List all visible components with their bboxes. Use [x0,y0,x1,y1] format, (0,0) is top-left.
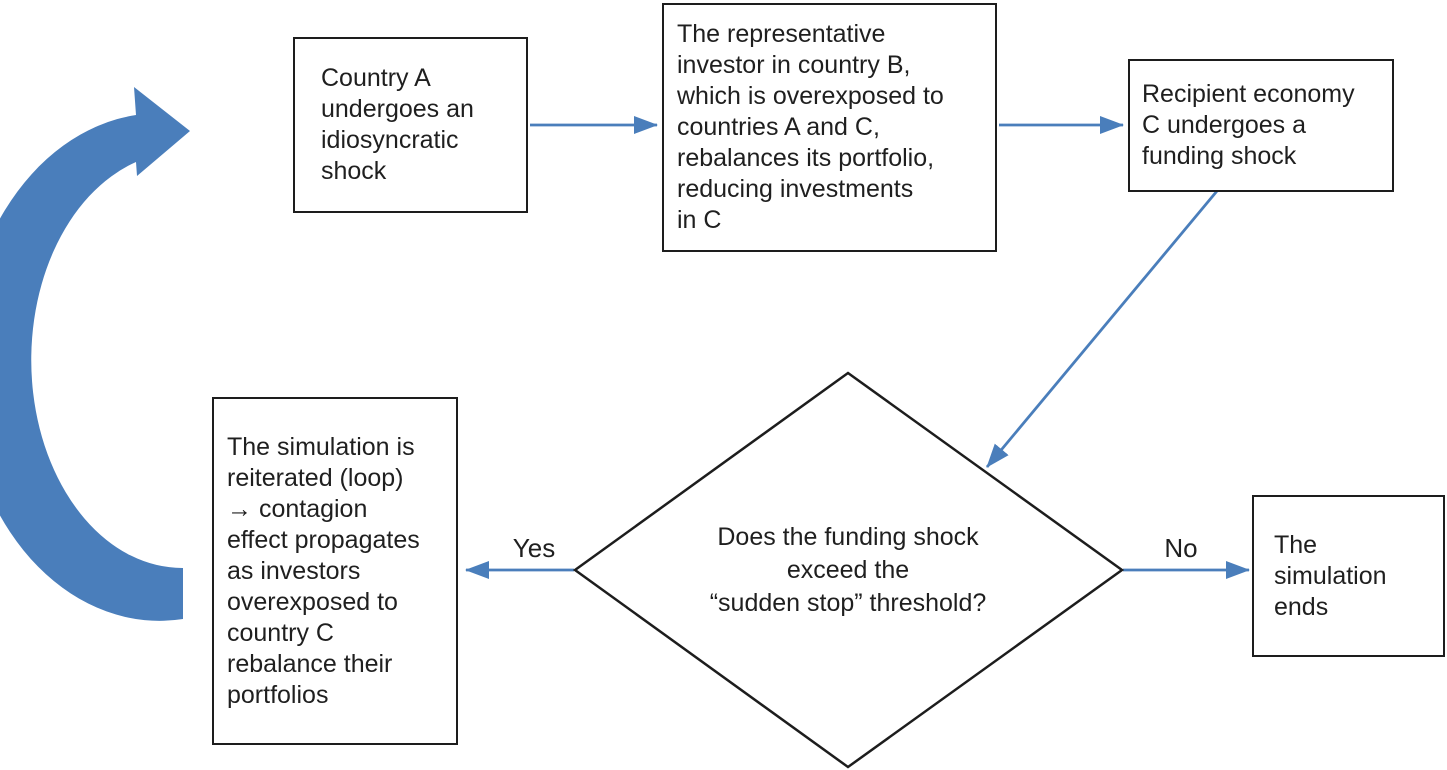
process-box-economy-c-funding-shock: Recipient economy C undergoes a funding … [1128,59,1394,192]
process-box-investor-b-rebalances: The representative investor in country B… [662,3,997,252]
process-box-simulation-reiterated-text: The simulation is reiterated (loop) → co… [227,432,420,709]
arrow-c-to-decision [985,190,1219,468]
no-branch-label: No [1164,533,1198,563]
decision-diamond [572,371,1125,769]
process-box-economy-c-funding-shock-text: Recipient economy C undergoes a funding … [1142,80,1355,170]
process-box-simulation-reiterated: The simulation is reiterated (loop) → co… [212,397,458,745]
yes-branch-label: Yes [512,533,556,563]
process-box-simulation-ends: The simulation ends [1252,495,1445,657]
process-box-investor-b-rebalances-text: The representative investor in country B… [677,20,944,234]
decision-question-text: Does the funding shock exceed the “sudde… [709,522,987,617]
loop-back-arrow [0,87,190,621]
process-box-country-a-shock: Country A undergoes an idiosyncratic sho… [293,37,528,213]
process-box-simulation-ends-text: The simulation ends [1274,530,1387,621]
process-box-country-a-shock-text: Country A undergoes an idiosyncratic sho… [321,64,474,185]
